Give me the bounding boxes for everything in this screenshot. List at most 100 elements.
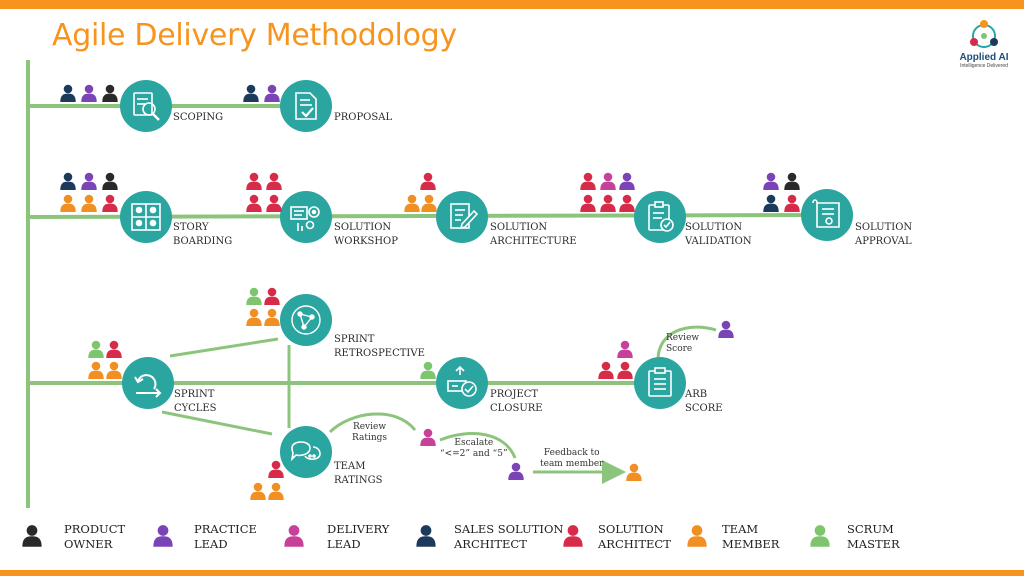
node-solution-approval [801,189,853,241]
logo-name: Applied AI [959,52,1009,63]
node-project-closure [436,357,488,409]
team-member-person [88,361,104,379]
legend-icons [22,525,830,547]
sprint-to-retro-line [169,337,279,358]
solution-architect-person [617,361,633,379]
solution-architect-person [102,194,118,212]
branch-lines [161,325,717,484]
delivery-lead-person [600,172,616,190]
solution-approval-people [763,172,800,212]
closure-check-icon [447,365,477,397]
scrum-master-person [246,287,262,305]
node-solution-workshop [280,191,332,243]
solution-architect-person [106,340,122,358]
solution-architect-person [598,361,614,379]
node-story-boarding [120,191,172,243]
clipboard-check-icon [648,201,674,232]
story-boarding-people [60,172,118,212]
node-scoping [120,80,172,132]
node-solution-architecture [436,191,488,243]
project-closure-people [420,361,436,379]
solution-architect-person [246,172,262,190]
solution-architect-person [580,172,596,190]
practice-lead-person [619,172,635,190]
product-owner-legend-icon [22,525,42,547]
sales-solution-architect-person [243,84,259,102]
product-owner-person [102,172,118,190]
page-title: Agile Delivery Methodology [52,18,457,53]
sprint-cycles-people [88,340,122,379]
cycle-arrow-icon [134,374,162,398]
review-ratings-arc [328,412,417,434]
solution-architect-person [268,460,284,478]
proposal-people [243,84,280,102]
top-accent-bar [0,0,1024,9]
team-member-person [250,482,266,500]
solution-architecture-people [404,172,437,212]
sales-solution-architect-person [763,194,779,212]
workshop-gears-icon [290,206,320,231]
sales-solution-architect-person [60,84,76,102]
network-icon [291,305,321,335]
node-solution-validation [634,191,686,243]
label-scoping: SCOPING [173,112,224,123]
solution-architect-person [246,194,262,212]
delivery-lead-person [617,340,633,358]
practice-lead-person [81,84,97,102]
solution-architect-person [420,172,436,190]
scoping-people [60,84,118,102]
solution-architect-person [266,172,282,190]
solution-validation-people [580,172,635,212]
escalate-arc [439,432,517,459]
team-member-person [626,463,642,481]
certificate-icon [812,199,840,228]
team-member-person [421,194,437,212]
note-escalate: Escalate“<=2” and “5” [440,438,508,459]
solution-architect-person [266,194,282,212]
node-arb-score [634,357,686,409]
practice-lead-legend-icon [153,525,173,547]
logo-icon [970,20,998,48]
team-member-person [81,194,97,212]
sales-solution-architect-legend-icon [416,525,436,547]
chat-bubbles-icon [290,441,321,462]
team-member-person [60,194,76,212]
storyboard-icon [131,203,161,231]
document-check-icon [295,92,317,120]
solution-architect-legend-icon [563,525,583,547]
solution-architect-person [580,194,596,212]
scrum-master-person [88,340,104,358]
edit-document-icon [450,203,479,230]
document-search-icon [133,92,160,121]
team-member-person [268,482,284,500]
node-sprint-retrospective [280,294,332,346]
practice-lead-person [508,462,524,480]
label-proposal: PROPOSAL [334,112,393,123]
sales-solution-architect-person [60,172,76,190]
team-member-person [264,308,280,326]
delivery-lead-legend-icon [284,525,304,547]
sprint-to-ratings-line [161,410,273,436]
node-proposal [280,80,332,132]
logo [950,16,1018,72]
node-team-ratings [280,426,332,478]
scrum-master-legend-icon [810,525,830,547]
sprint-retrospective-people [246,287,280,326]
